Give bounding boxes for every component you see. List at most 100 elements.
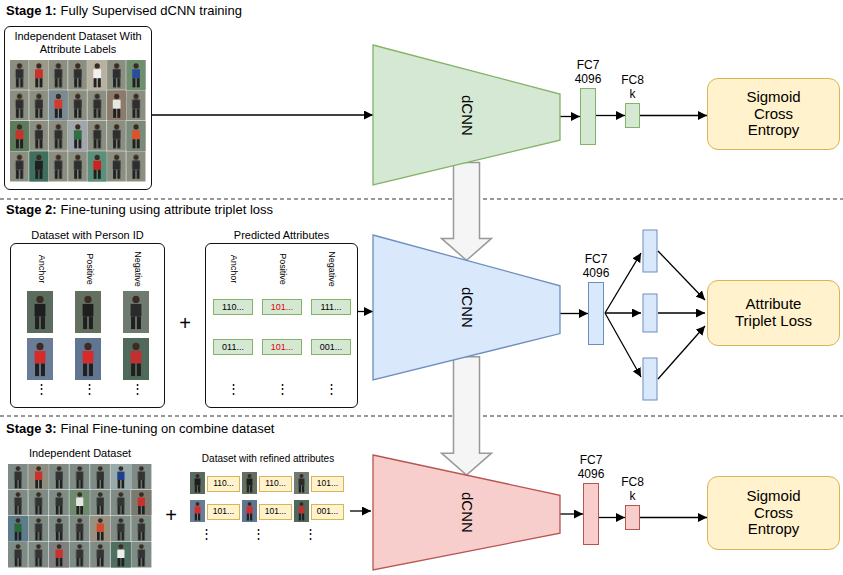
input-arrow — [350, 510, 371, 511]
text-holder: 101... — [260, 505, 291, 519]
image-ground — [75, 291, 101, 333]
flow-arrow — [152, 114, 373, 115]
loss-name: Sigmoid Cross Entropy — [730, 89, 817, 139]
text-holder: 001... — [312, 505, 343, 519]
text-holder: FC74096 — [578, 454, 605, 482]
loss-name: Attribute Triplet Loss — [730, 296, 817, 330]
layer-name: FC7 — [575, 59, 602, 73]
dcnn-trapezoid: dCNN — [373, 455, 560, 570]
image-ground — [70, 490, 90, 516]
fc-layer: FC74096 — [588, 282, 604, 345]
branch-arrow — [605, 313, 641, 377]
stage-number: Stage 3: — [6, 422, 57, 437]
column-header: Positive — [85, 253, 94, 285]
ellipsis: ⋮ — [304, 527, 317, 542]
text-holder: FC8k — [621, 74, 644, 102]
triplet-images — [27, 291, 149, 380]
person-image — [132, 124, 140, 148]
attribute-bits: 101... — [265, 507, 286, 517]
flow-arrow — [599, 517, 625, 518]
image-ground — [111, 464, 131, 490]
flow-arrow — [560, 313, 588, 314]
network-name: dCNN — [458, 287, 475, 328]
stage-transfer-arrow — [442, 357, 492, 475]
attribute-bits: 011... — [222, 342, 244, 352]
fc-layer: FC8k — [625, 103, 640, 128]
stage-divider — [0, 199, 843, 200]
person-image — [16, 124, 24, 148]
text-holder: dCNN — [373, 235, 560, 380]
person-image — [138, 492, 145, 514]
attribute-bits: 001... — [317, 507, 338, 517]
person-image — [247, 474, 253, 493]
ellipsis: ⋮ — [325, 382, 338, 395]
person-image — [195, 502, 201, 521]
text-holder: 101... — [263, 300, 301, 314]
person-image — [113, 94, 121, 118]
layer-size: 4096 — [575, 73, 602, 87]
stage-title: Fine-tuning using attribute triplet loss — [61, 203, 273, 218]
dcnn-trapezoid: dCNN — [373, 235, 560, 380]
image-ground — [75, 338, 101, 380]
person-image — [117, 544, 124, 566]
attribute-bits: 110... — [213, 479, 234, 489]
person-image — [83, 296, 94, 329]
attribute-bits: 101... — [271, 342, 294, 352]
text-holder: 101... — [263, 340, 301, 354]
flow-arrow — [640, 115, 707, 116]
text-holder: FC74096 — [575, 59, 602, 87]
branch-arrow — [658, 312, 705, 313]
attribute-bits: 111... — [320, 302, 341, 312]
image-ground — [88, 152, 107, 182]
layer-size: 4096 — [583, 267, 610, 281]
layer-name: FC8 — [621, 476, 644, 490]
flow-arrow — [358, 311, 373, 312]
dataset-box: Dataset with Person IDAnchorPositiveNega… — [10, 243, 165, 408]
text-holder: Predicted Attributes — [234, 229, 329, 242]
text-holder: Independent Dataset With Attribute Label… — [5, 30, 151, 56]
image-ground — [88, 60, 107, 90]
dcnn-trapezoid: dCNN — [373, 45, 560, 185]
column-header: Anchor — [229, 255, 238, 284]
column-header: Negative — [133, 251, 142, 287]
image-ground — [123, 338, 149, 380]
text-holder: FC8k — [621, 476, 644, 504]
attribute-code: 011... — [213, 339, 253, 355]
loss-box: Sigmoid Cross Entropy — [707, 78, 840, 150]
trapezoid-shape — [373, 45, 560, 185]
text-holder: 101... — [312, 477, 343, 491]
text-holder: Attribute Triplet Loss — [708, 281, 839, 345]
refined-images — [190, 472, 371, 522]
attribute-code: 110... — [213, 299, 253, 315]
text-holder: Sigmoid Cross Entropy — [708, 477, 839, 549]
person-image — [35, 296, 46, 329]
fc-layer: FC8k — [625, 505, 640, 530]
attribute-code: 111... — [311, 299, 351, 315]
image-ground — [27, 338, 53, 380]
loss-box: Attribute Triplet Loss — [707, 280, 840, 346]
image-ground — [27, 291, 53, 333]
image-ground — [127, 60, 146, 90]
network-name: dCNN — [458, 492, 475, 533]
network-name: dCNN — [458, 95, 475, 136]
plus-sign: + — [165, 504, 177, 527]
image-ground — [107, 91, 126, 121]
person-image — [14, 518, 21, 540]
embedding-bar — [643, 294, 657, 332]
attribute-code: 001... — [311, 504, 344, 520]
person-image — [35, 343, 46, 376]
image-ground — [131, 490, 151, 516]
image-ground — [90, 516, 110, 542]
fc-layer: FC74096 — [580, 88, 596, 145]
image-ground — [8, 516, 28, 542]
layer-size: k — [621, 88, 644, 102]
image-mosaic — [8, 464, 152, 568]
person-image — [35, 466, 42, 488]
branch-arrow — [658, 326, 705, 379]
text-holder: dCNN — [373, 455, 560, 570]
dataset-heading: Predicted Attributes — [234, 229, 329, 242]
text-holder: 110... — [260, 477, 291, 491]
person-image — [35, 155, 43, 179]
column-header: Negative — [327, 251, 336, 287]
attribute-box: 110...101...111...011...101...001...Pred… — [205, 243, 358, 408]
